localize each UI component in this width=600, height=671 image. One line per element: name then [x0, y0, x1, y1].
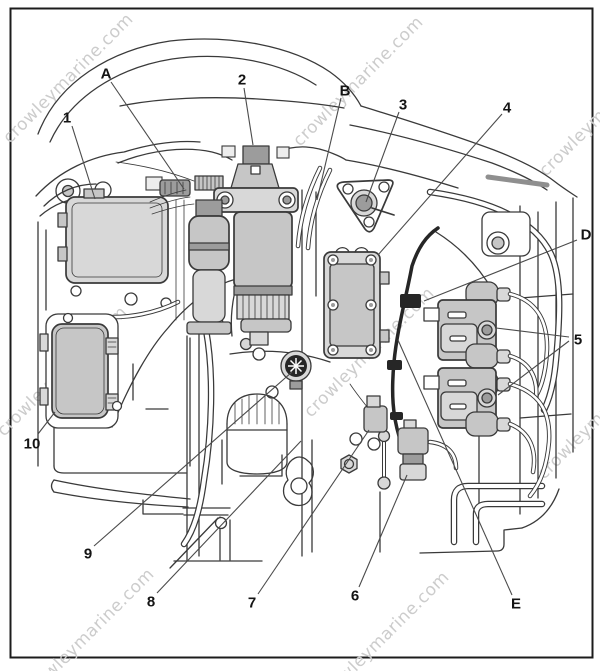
- leader-line-9: [93, 371, 293, 547]
- leader-line-E: [397, 339, 513, 596]
- thermostat-bracket: [336, 179, 395, 233]
- callout-label-2: 2: [238, 72, 246, 89]
- starter-solenoid: [186, 199, 232, 335]
- engine-cowl: [35, 38, 578, 217]
- callout-label-A: A: [101, 66, 112, 83]
- callout-label-3: 3: [399, 97, 407, 114]
- oil-filter: [226, 393, 288, 477]
- leader-line-4: [377, 113, 503, 256]
- solenoid-valve: [397, 419, 459, 481]
- starter-motor: [213, 145, 299, 361]
- callout-label-7: 7: [248, 595, 256, 612]
- leader-line-8: [156, 440, 302, 594]
- leader-line-5: [497, 340, 570, 396]
- leader-line-7: [257, 429, 370, 595]
- callout-label-1: 1: [63, 110, 71, 127]
- leader-line-6: [358, 474, 408, 588]
- ignition-coils: [423, 281, 552, 499]
- leader-line-B: [316, 97, 342, 201]
- mounting-bracket: [481, 211, 531, 257]
- callout-label-D: D: [581, 227, 592, 244]
- leader-line-A: [110, 81, 185, 190]
- wiring-connector: [115, 161, 224, 321]
- rectifier-module: [323, 246, 390, 359]
- callout-layer: 1 A 2B 3 4D 5 10 9 8 7 6 E: [24, 66, 592, 613]
- cowl-latch: [276, 146, 290, 159]
- callout-label-4: 4: [503, 100, 512, 117]
- ecu-module: [39, 312, 191, 474]
- leader-line-3: [365, 111, 400, 203]
- leader-line-2: [243, 87, 254, 146]
- spark-plug-terminal: [481, 392, 493, 404]
- callout-label-9: 9: [84, 546, 92, 563]
- leader-line-D: [423, 239, 578, 302]
- cowl-latch: [221, 145, 236, 158]
- hoses: [93, 165, 563, 548]
- sensor: [349, 383, 388, 451]
- round-cap: [280, 350, 312, 390]
- engine-illustration: [35, 38, 578, 569]
- spark-plug-terminal: [481, 324, 493, 336]
- callout-label-B: B: [340, 83, 351, 100]
- wiring-harness: [387, 226, 440, 438]
- leader-line-10: [37, 411, 56, 435]
- callout-label-E: E: [511, 596, 521, 613]
- leader-line-1: [71, 125, 96, 200]
- electrical-box: [57, 188, 169, 297]
- leader-line-5: [495, 327, 570, 338]
- callout-label-10: 10: [24, 436, 41, 453]
- callout-label-5: 5: [574, 332, 582, 349]
- crankcase-fittings: [282, 454, 358, 507]
- callout-label-8: 8: [147, 594, 155, 611]
- callout-label-6: 6: [351, 588, 359, 605]
